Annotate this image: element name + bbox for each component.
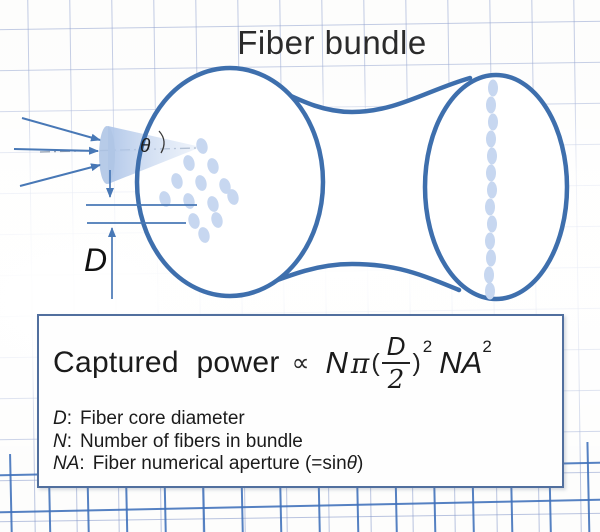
light-cone <box>108 126 201 184</box>
theta-label: θ <box>140 136 151 157</box>
fiber-cores-output <box>484 79 498 300</box>
fiber-bundle-diagram: θ D <box>13 65 570 302</box>
formula-exponent: 2 <box>422 337 433 356</box>
formula-rhs: N π ( D 2 ) 2 NA 2 <box>326 333 492 393</box>
definition-text: Number of fibers in bundle <box>80 430 303 452</box>
core-diameter-label: D <box>84 242 107 278</box>
input-arrow-top <box>21 117 101 142</box>
angle-arc <box>158 130 165 154</box>
formula-fraction-numerator: D <box>381 333 411 364</box>
formula-paren-close: ) <box>412 348 421 377</box>
definition-theta: θ <box>346 453 357 474</box>
definition-term: D <box>53 408 67 429</box>
formula-paren-open: ( <box>371 348 380 377</box>
formula-lhs: Captured power <box>53 346 280 379</box>
optical-axis-line <box>39 147 198 153</box>
definition-D: D: Fiber core diameter <box>53 408 562 431</box>
input-arrow-middle <box>13 146 99 155</box>
formula-fraction-denominator: 2 <box>387 365 405 395</box>
formula-term-NA: NA <box>439 345 483 380</box>
formula-NA-exponent: 2 <box>482 337 492 356</box>
definition-term: N <box>53 430 67 452</box>
definition-separator: : <box>79 453 85 474</box>
proportional-symbol: ∝ <box>291 349 310 377</box>
definition-text-end: ) <box>356 453 364 474</box>
definition-term: NA <box>53 453 80 474</box>
definition-text: Fiber numerical aperture (=sin <box>92 453 347 474</box>
formula-fraction: D 2 <box>381 333 411 395</box>
definition-text: Fiber core diameter <box>80 408 245 429</box>
definition-separator: : <box>66 430 73 452</box>
bundle-input-face-fill <box>137 68 323 296</box>
definition-N: N: Number of fibers in bundle <box>53 431 562 454</box>
input-light-arrows <box>13 117 101 187</box>
input-arrow-bottom <box>19 163 101 187</box>
definition-separator: : <box>66 408 73 429</box>
definition-NA: NA: Fiber numerical aperture (=sinθ) <box>53 453 562 476</box>
page-title: Fiber bundle <box>237 24 427 61</box>
definitions-list: D:Fiber core diameter N:Number of fibers… <box>53 408 562 476</box>
captured-power-formula: Captured power ∝ N π ( D 2 ) 2 NA 2 <box>53 330 562 396</box>
formula-term-pi: π <box>350 346 370 380</box>
formula-term-N: N <box>325 345 348 380</box>
formula-box: Captured power ∝ N π ( D 2 ) 2 NA 2 D: Fi… <box>37 314 564 488</box>
bundle-input-face <box>134 65 326 299</box>
core-diameter-dimension <box>86 170 197 299</box>
light-cone-base <box>99 126 115 184</box>
